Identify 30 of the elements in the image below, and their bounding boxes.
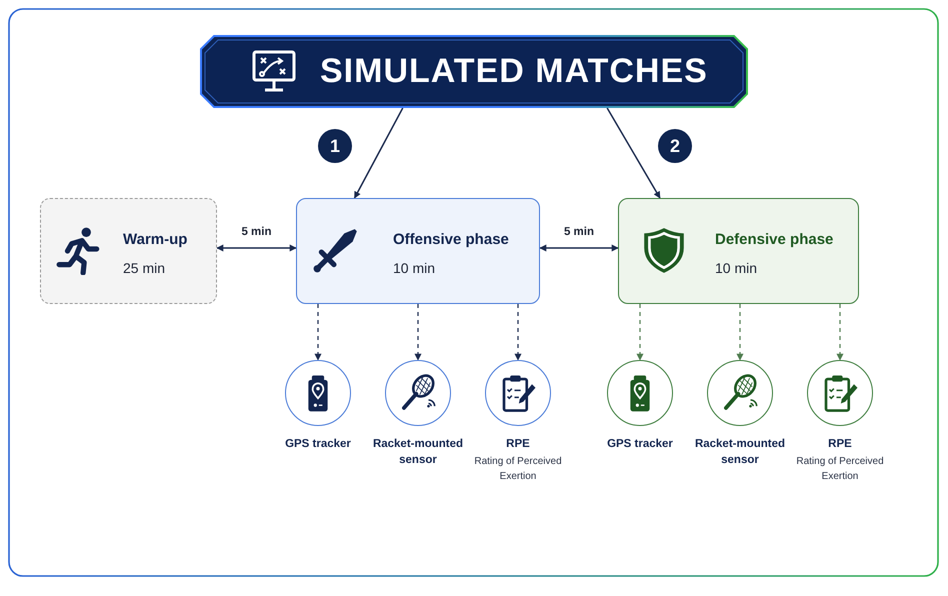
sensor-label: Racket-mounted sensor (694, 437, 786, 468)
phase-title: Defensive phase (715, 231, 834, 248)
duration-text: 10 min (393, 260, 436, 276)
sensor-label: GPS tracker (606, 437, 674, 452)
arrow (636, 304, 644, 361)
arrow (836, 304, 844, 361)
arrow (736, 304, 744, 361)
duration-text: 10 min (715, 260, 758, 276)
phase-title: Offensive phase (393, 231, 509, 248)
phase-box (296, 198, 540, 304)
sensor-description: Rating of Perceived Exertion (795, 455, 885, 484)
arrow (606, 108, 661, 199)
sensor-label: GPS tracker (284, 437, 352, 452)
arrow (314, 304, 322, 361)
arrow (354, 108, 404, 199)
duration-text: 25 min (123, 260, 166, 276)
sensor-label: RPE (505, 437, 531, 452)
phase-box (618, 198, 859, 304)
title-text: SIMULATED MATCHES (320, 52, 708, 91)
phase-box (40, 198, 217, 304)
arrow (514, 304, 522, 361)
sensor-description: Rating of Perceived Exertion (473, 455, 563, 484)
arrow (216, 244, 297, 252)
arrow (539, 244, 619, 252)
number-badge: 2 (658, 129, 692, 163)
number-badge: 1 (318, 129, 352, 163)
arrow (414, 304, 422, 361)
phase-title: Warm-up (123, 231, 188, 248)
sensor-label: Racket-mounted sensor (372, 437, 464, 468)
sensor-label: RPE (827, 437, 853, 452)
